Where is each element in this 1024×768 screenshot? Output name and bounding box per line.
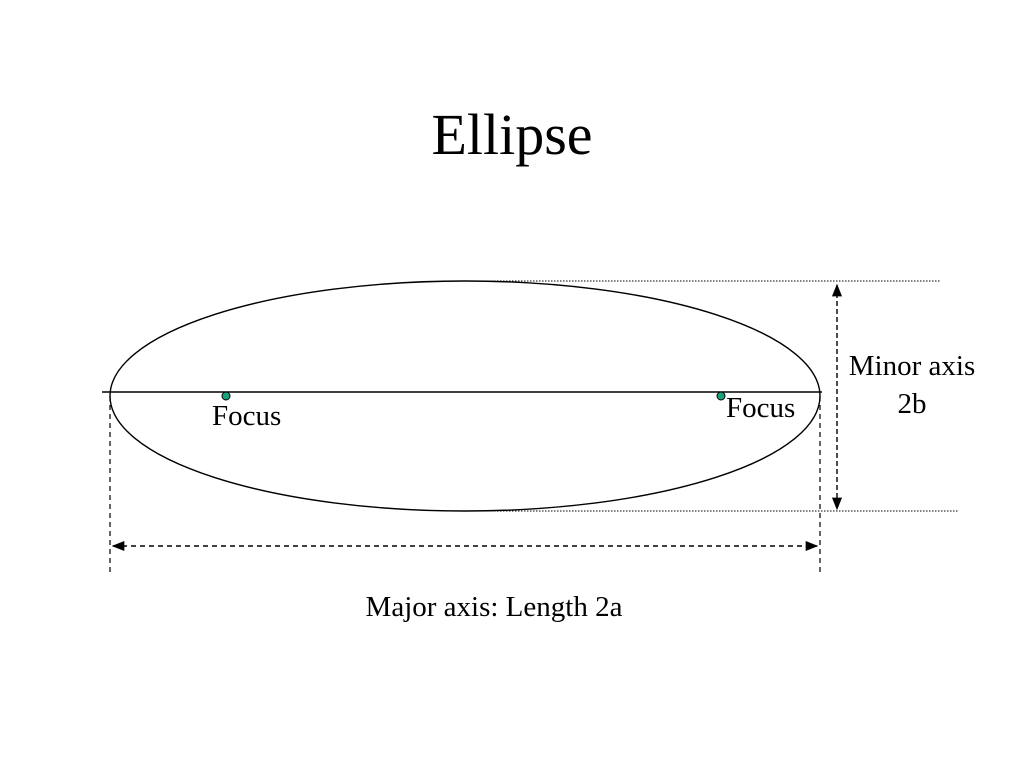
major-axis-label: Major axis: Length 2a [365, 591, 623, 623]
slide-title: Ellipse [431, 102, 593, 167]
minor-axis-label-line1: Minor axis [848, 350, 976, 382]
focus-left-point [221, 391, 231, 401]
minor-axis-label-line2: 2b [897, 388, 927, 420]
focus-right-point [716, 391, 726, 401]
focus-left-label: Focus [212, 400, 282, 432]
ellipse-outline [109, 280, 821, 512]
focus-right-label: Focus [726, 392, 796, 424]
minor-axis-label: Minor axis 2b [832, 347, 992, 423]
